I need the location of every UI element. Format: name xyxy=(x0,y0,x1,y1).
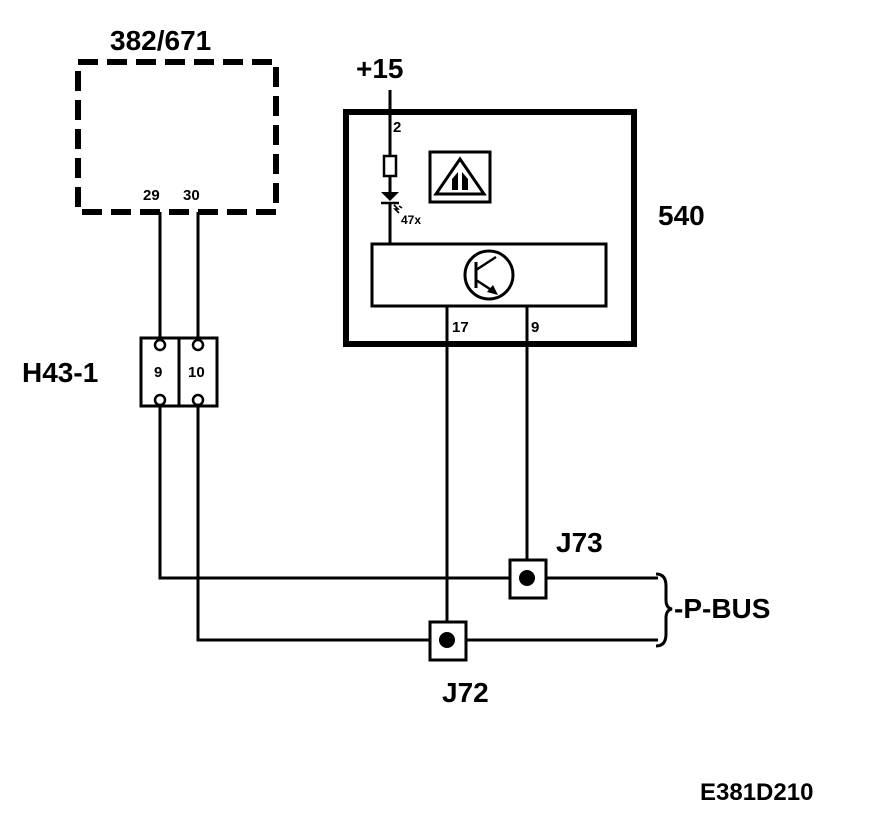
connector-pin-9-top xyxy=(153,338,167,352)
p-bus-brace xyxy=(655,572,673,648)
driver-block xyxy=(370,242,608,308)
j72-label: J72 xyxy=(442,677,489,708)
p-bus-label: -P-BUS xyxy=(674,593,770,624)
warning-triangle-icon xyxy=(433,156,487,196)
connector-pin-10-top xyxy=(191,338,205,352)
control-unit-pin-29: 29 xyxy=(143,187,160,204)
module-pin-9: 9 xyxy=(531,319,539,336)
transistor-icon xyxy=(463,249,515,301)
connector-pin-9-bottom xyxy=(153,393,167,407)
j73-label: J73 xyxy=(556,527,603,558)
j73-node xyxy=(519,570,535,586)
module-box xyxy=(343,109,637,347)
led-label: 47x xyxy=(401,213,421,227)
transistor-emitter-arrow-icon xyxy=(487,285,498,295)
module-label: 540 xyxy=(658,200,705,231)
wire-h43-pin-10-to-j72 xyxy=(196,406,430,642)
connector-pin-10-bottom xyxy=(191,393,205,407)
module-supply-pin: 2 xyxy=(393,119,401,136)
module-pin-17: 17 xyxy=(452,319,469,336)
connector-pin-9-label: 9 xyxy=(154,364,162,381)
diagram-id: E381D210 xyxy=(700,779,813,806)
resistor xyxy=(382,154,398,178)
wire-h43-pin-9-to-j73 xyxy=(158,406,510,580)
led-emission-arrows-icon xyxy=(393,204,403,214)
connector-pin-10-label: 10 xyxy=(188,364,205,381)
j72-node xyxy=(439,632,455,648)
control-unit-label: 382/671 xyxy=(110,25,211,56)
transistor-collector xyxy=(475,255,497,272)
led-diode-icon xyxy=(381,192,399,201)
connector-label: H43-1 xyxy=(22,357,98,388)
control-unit-box xyxy=(75,59,279,215)
control-unit-pin-30: 30 xyxy=(183,187,200,204)
warning-glyph-icon xyxy=(452,172,468,190)
supply-label: +15 xyxy=(356,53,404,84)
